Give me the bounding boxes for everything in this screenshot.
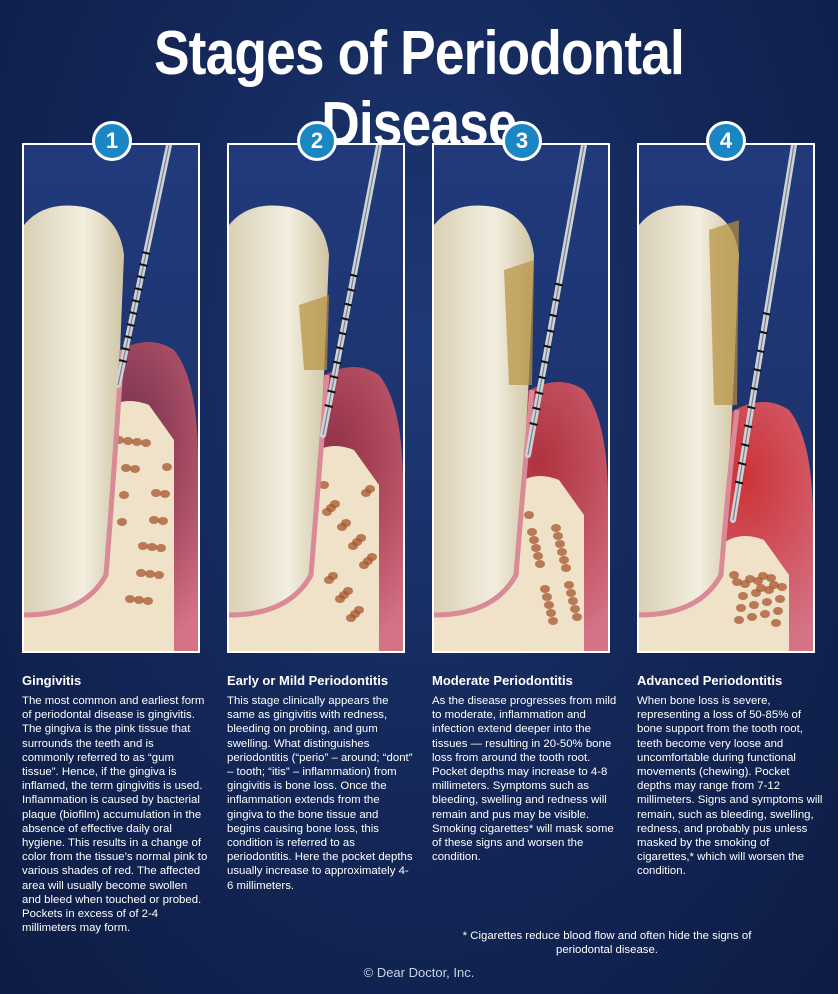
page-title: Stages of Periodontal Disease xyxy=(153,19,685,159)
stage-1-description: Gingivitis The most common and earliest … xyxy=(22,673,208,935)
stage-4-illustration xyxy=(637,143,815,653)
stage-3-heading: Moderate Periodontitis xyxy=(432,673,573,688)
stage-2-description: Early or Mild Periodontitis This stage c… xyxy=(227,673,413,893)
stage-1-badge: 1 xyxy=(92,121,132,161)
periodontal-cross-section xyxy=(639,145,813,651)
copyright-credit: © Dear Doctor, Inc. xyxy=(363,965,475,980)
stage-2-heading: Early or Mild Periodontitis xyxy=(227,673,389,688)
stage-3-badge: 3 xyxy=(502,121,542,161)
stage-1-heading: Gingivitis xyxy=(22,673,82,688)
stage-3-illustration xyxy=(432,143,610,653)
stage-2-illustration xyxy=(227,143,405,653)
periodontal-cross-section xyxy=(434,145,608,651)
stage-4-badge: 4 xyxy=(706,121,746,161)
stage-2-text: This stage clinically appears the same a… xyxy=(227,695,413,892)
stage-1-text: The most common and earliest form of per… xyxy=(22,695,208,935)
stage-4-description: Advanced Periodontitis When bone loss is… xyxy=(637,673,823,879)
stage-4-heading: Advanced Periodontitis xyxy=(637,673,783,688)
periodontal-cross-section xyxy=(229,145,403,651)
stage-3-description: Moderate Periodontitis As the disease pr… xyxy=(432,673,618,864)
stage-4-text: When bone loss is severe, representing a… xyxy=(637,695,823,878)
stage-2-badge: 2 xyxy=(297,121,337,161)
stage-1-illustration xyxy=(22,143,200,653)
footnote: * Cigarettes reduce blood flow and often… xyxy=(462,930,752,957)
stage-3-text: As the disease progresses from mild to m… xyxy=(432,695,617,864)
periodontal-cross-section xyxy=(24,145,198,651)
